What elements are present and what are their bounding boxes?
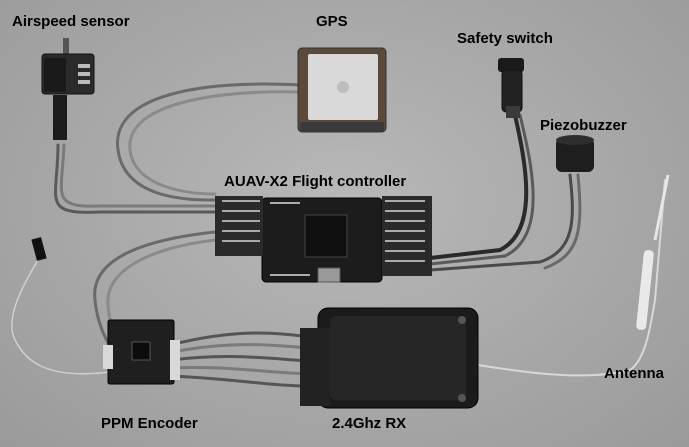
gps-cable xyxy=(116,82,302,202)
label-airspeed-sensor: Airspeed sensor xyxy=(12,13,130,30)
gps-module xyxy=(297,47,387,133)
label-piezobuzzer: Piezobuzzer xyxy=(540,117,627,134)
safety-switch xyxy=(498,58,524,118)
servo-connector xyxy=(31,237,47,261)
label-safety-switch: Safety switch xyxy=(457,30,553,47)
label-gps: GPS xyxy=(316,13,348,30)
buzzer-cable xyxy=(428,173,574,272)
airspeed-sensor xyxy=(41,38,95,140)
antenna xyxy=(636,174,670,330)
piezobuzzer xyxy=(556,135,594,172)
antenna-wire xyxy=(477,179,666,377)
safety-cable xyxy=(428,113,529,260)
label-antenna: Antenna xyxy=(604,365,664,382)
ppm-cable xyxy=(93,230,217,352)
thin-wire xyxy=(11,259,111,375)
ppm-encoder xyxy=(103,319,180,385)
airspeed-cable xyxy=(54,143,217,214)
receiver xyxy=(300,307,479,409)
label-flight-controller: AUAV-X2 Flight controller xyxy=(224,173,407,190)
flight-controller xyxy=(215,196,432,283)
label-receiver: 2.4Ghz RX xyxy=(332,415,407,432)
label-ppm-encoder: PPM Encoder xyxy=(101,415,198,432)
